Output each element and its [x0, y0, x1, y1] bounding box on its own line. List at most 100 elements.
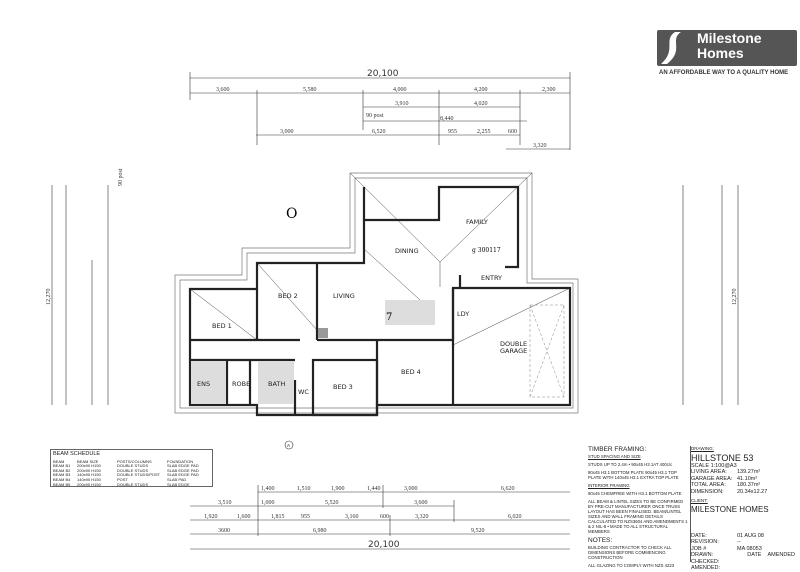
dim-bottom: 6,980	[313, 528, 327, 534]
dim-bottom: 1,815	[271, 514, 285, 520]
amended-col: AMENDED	[767, 552, 795, 558]
date: 01 AUG 08	[737, 532, 764, 539]
dim-top: 2,300	[542, 87, 556, 93]
cell: BEAM B1	[53, 463, 71, 469]
garage-area-label: GARAGE AREA:	[691, 475, 733, 482]
cell: BEAM B4	[53, 476, 71, 482]
cell: 140x90 H150	[77, 476, 101, 482]
room-ens: ENS	[197, 380, 210, 388]
cell: 200x90 H150	[77, 467, 101, 473]
header-cell: BEAM	[53, 458, 65, 464]
walls	[188, 185, 572, 417]
checked-label: CHECKED:	[691, 558, 720, 565]
dim-top: 3,000	[280, 129, 294, 135]
job-number: MA 08053	[737, 545, 762, 552]
cell: 200x90 H150	[77, 463, 101, 469]
dim-bottom: 1,510	[297, 486, 311, 492]
dim-bottom-overall: 20,100	[368, 540, 400, 550]
header-cell: FOUNDATION	[167, 458, 194, 464]
room-garage-1: DOUBLE	[500, 340, 527, 348]
living-area-label: LIVING AREA:	[691, 469, 727, 475]
dim-bottom: 9,520	[471, 528, 485, 534]
dim-bottom: 600	[380, 514, 389, 520]
side-dimensions: 12,270 90 post 12,270	[46, 168, 739, 405]
cell: POST	[117, 476, 128, 482]
living-area: 139.27m²	[737, 469, 761, 475]
date-label: DATE:	[691, 532, 707, 539]
total-area-label: TOTAL AREA:	[691, 482, 726, 488]
dim-top: 3,910	[395, 101, 409, 107]
plate-line: 90x45 H3.1 BOTTOM PLATE 90x45 H3.1 TOP P…	[588, 470, 679, 480]
dimension-label: DIMENSION:	[691, 488, 724, 495]
road-icon	[661, 32, 681, 64]
dim-top: 955	[448, 129, 457, 135]
timber-title: TIMBER FRAMING:	[588, 446, 647, 453]
room-dining: DINING	[395, 247, 419, 255]
room-robe: ROBE	[232, 380, 250, 388]
dim-top: 600	[508, 129, 517, 135]
dim-bottom: 3,320	[415, 514, 429, 520]
cell: BEAM B3	[53, 472, 71, 478]
dim-bottom: 6,620	[501, 486, 515, 492]
stud-line: STUDS UP TO 2.4m • 90x45 H3.1AT 400c/c	[588, 462, 673, 467]
revision-label: REVISION:	[691, 539, 719, 545]
dim-top: 4,000	[393, 87, 407, 93]
dim-bottom: 3,510	[218, 500, 232, 506]
room-bath: BATH	[268, 380, 285, 388]
handwritten-note: g 300117	[472, 247, 501, 254]
cell: 200x90 H150	[77, 481, 101, 487]
dim-top: 5,580	[303, 87, 317, 93]
total-area: 180.37m²	[737, 482, 761, 488]
top-dimensions: 20,100 3,600 5,580 4,000 4,200 2,300 3,9…	[189, 69, 571, 150]
dim-top-overall: 20,100	[367, 69, 399, 79]
mark-o: O	[286, 206, 297, 222]
dim-bottom: 1,000	[261, 500, 275, 506]
room-garage-2: GARAGE	[500, 347, 527, 355]
cell: BEAM B5	[53, 481, 71, 487]
cell: DOUBLE STUDS	[117, 463, 149, 469]
date-col: DATE	[747, 552, 762, 558]
drawing-name: HILLSTONE 53	[691, 452, 754, 463]
cell: SLAB PAD	[167, 476, 187, 482]
dim-bottom: 1,900	[331, 486, 345, 492]
section-marker	[284, 440, 294, 450]
bottom-dimensions: 1,400 1,510 1,900 1,440 3,000 6,620 3,51…	[190, 485, 570, 550]
notes-title: NOTES:	[588, 537, 613, 544]
dim-top: 8,440	[440, 116, 454, 122]
dim-bottom: 1,440	[367, 486, 381, 492]
header-cell: POSTS/COLUMNS	[117, 458, 152, 464]
dim-bottom: 1,600	[237, 514, 251, 520]
dim-bottom: 5,520	[325, 500, 339, 506]
cell: SLAB EDGE PAD	[167, 463, 199, 469]
room-ldy: LDY	[457, 310, 469, 318]
client: MILESTONE HOMES	[691, 504, 769, 514]
cell: DOUBLE STUDS	[117, 481, 149, 487]
cell: 140x90 H150	[77, 472, 101, 478]
dim-bottom: 3,600	[414, 500, 428, 506]
logo-tagline: AN AFFORDABLE WAY TO A QUALITY HOME	[659, 70, 789, 76]
cell: SLAB EDGE PAD	[167, 472, 199, 478]
room-living: LIVING	[333, 292, 355, 300]
dim-top: 3,320	[533, 143, 547, 149]
mark-7: 7	[386, 312, 392, 323]
cell: SLAB EDGE PAD	[167, 467, 199, 473]
dim-left-post: 90 post	[118, 168, 124, 186]
garage-area: 41.10m²	[737, 475, 758, 482]
room-family: FAMILY	[466, 218, 488, 226]
dim-bottom: 3,160	[345, 514, 359, 520]
dim-bottom: 1,920	[204, 514, 218, 520]
dim-top: 2,255	[477, 129, 491, 135]
section-marker-label: A	[287, 443, 290, 448]
dim-bottom: 955	[301, 514, 310, 520]
lintel-line: ALL BEAM & LINTEL SIZES TO BE CONFIRMED …	[588, 499, 688, 534]
beam-schedule-title: BEAM SCHEDULE	[53, 451, 101, 457]
cell: SLAB EDGE	[167, 481, 190, 487]
stud-title: STUD SPACING AND SIZE	[588, 454, 641, 459]
title-block: DRAWING: HILLSTONE 53 SCALE 1:100@A3 LIV…	[690, 446, 795, 571]
drawn-label: DRAWN:	[691, 552, 714, 558]
interior-line: 90x45 CHEMFREE WITH H3.1 BOTTOM PLATE	[588, 491, 682, 496]
dim-left-overall: 12,270	[46, 289, 52, 306]
